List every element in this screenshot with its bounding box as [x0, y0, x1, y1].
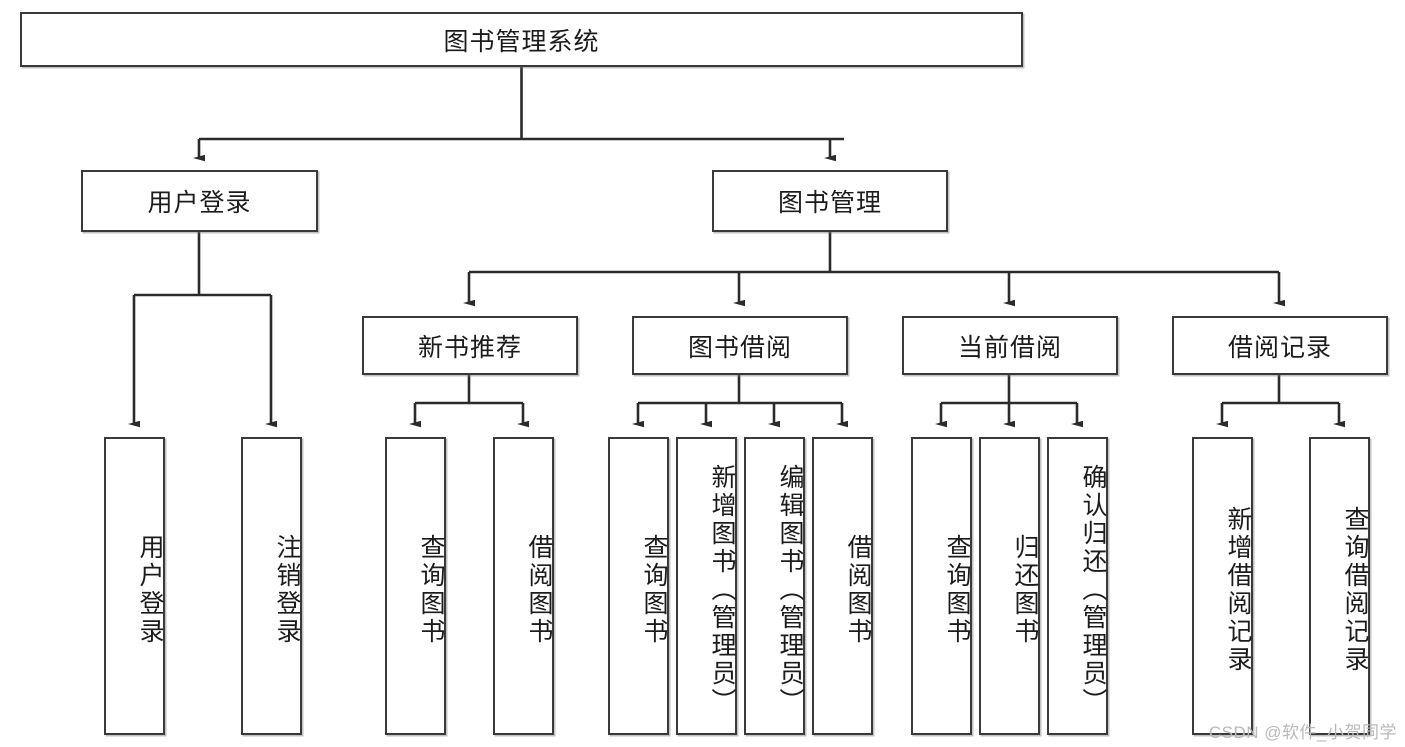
node-new-book-recommend[interactable]: 新书推荐: [362, 316, 578, 375]
node-book-borrow[interactable]: 图书借阅: [632, 316, 848, 375]
node-leaf-user-login[interactable]: 用户登录: [104, 437, 165, 735]
node-leaf-add-record[interactable]: 新增借阅记录: [1192, 437, 1253, 735]
node-book-manage[interactable]: 图书管理: [712, 170, 948, 232]
node-leaf-confirm-return[interactable]: 确认归还（管理员）: [1047, 437, 1108, 735]
node-leaf-query-record[interactable]: 查询借阅记录: [1309, 437, 1370, 735]
node-leaf-query-book-1[interactable]: 查询图书: [385, 437, 446, 735]
node-leaf-edit-book[interactable]: 编辑图书（管理员）: [744, 437, 805, 735]
node-user-login[interactable]: 用户登录: [81, 170, 318, 232]
node-leaf-return-book[interactable]: 归还图书: [979, 437, 1040, 735]
node-leaf-borrow-book-1[interactable]: 借阅图书: [493, 437, 554, 735]
node-leaf-query-book-3[interactable]: 查询图书: [911, 437, 972, 735]
node-leaf-borrow-book-2[interactable]: 借阅图书: [812, 437, 873, 735]
node-leaf-query-book-2[interactable]: 查询图书: [608, 437, 669, 735]
node-leaf-add-book[interactable]: 新增图书（管理员）: [676, 437, 737, 735]
node-current-borrow[interactable]: 当前借阅: [902, 316, 1118, 375]
node-borrow-record[interactable]: 借阅记录: [1172, 316, 1388, 375]
node-leaf-user-logout[interactable]: 注销登录: [241, 437, 302, 735]
node-root-book-management-system[interactable]: 图书管理系统: [20, 12, 1023, 67]
csdn-watermark: CSDN @软件_小贺同学: [1208, 723, 1397, 742]
